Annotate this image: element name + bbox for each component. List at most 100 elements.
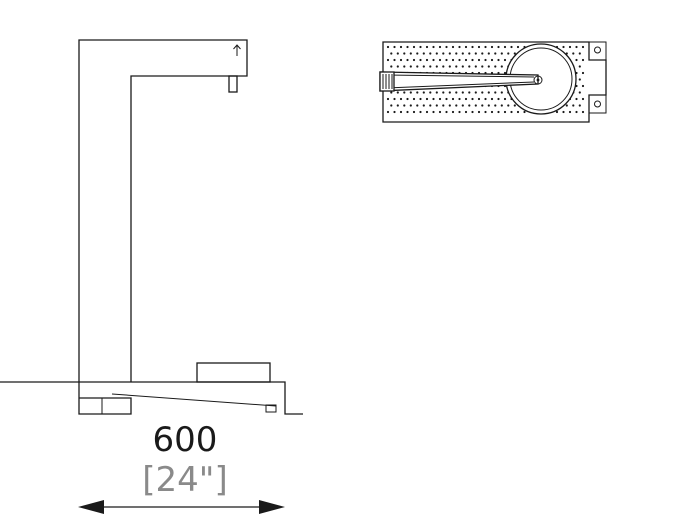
under-counter-bar bbox=[111, 393, 277, 407]
perforation-dot bbox=[422, 65, 425, 68]
perforation-dot bbox=[471, 58, 474, 62]
perforation-dot bbox=[507, 104, 510, 107]
perforation-dot bbox=[481, 91, 484, 94]
perforation-dot bbox=[503, 97, 507, 101]
perforation-dot bbox=[455, 65, 458, 68]
perforation-dot bbox=[412, 110, 416, 114]
perforation-dot bbox=[419, 97, 422, 101]
perforation-dot bbox=[568, 45, 572, 49]
perforation-dot bbox=[477, 58, 481, 62]
perforation-dot bbox=[494, 52, 497, 55]
perforation-dot bbox=[578, 104, 581, 107]
perforation-dot bbox=[500, 52, 503, 55]
perforation-dot bbox=[419, 110, 422, 114]
perforation-dot bbox=[581, 97, 585, 101]
perforation-dot bbox=[416, 52, 419, 55]
perforation-dot bbox=[406, 110, 409, 114]
perforation-dot bbox=[503, 45, 507, 49]
perforation-dot bbox=[438, 97, 442, 101]
perforation-dot bbox=[503, 58, 507, 62]
dimension-metric: 600 bbox=[153, 420, 218, 460]
perforation-dot bbox=[575, 110, 578, 114]
perforation-dot bbox=[578, 78, 581, 81]
perforation-dot bbox=[429, 65, 432, 68]
perforation-dot bbox=[416, 65, 419, 68]
perforation-dot bbox=[581, 58, 585, 62]
perforation-dot bbox=[409, 65, 412, 68]
perforation-dot bbox=[500, 65, 503, 68]
perforation-dot bbox=[425, 110, 429, 114]
perforation-dot bbox=[471, 110, 474, 114]
perforation-dot bbox=[494, 91, 497, 94]
perforation-dot bbox=[500, 104, 503, 107]
perforation-dot bbox=[484, 110, 487, 114]
countertop-line bbox=[0, 381, 303, 415]
perforation-dot bbox=[458, 58, 461, 62]
perforation-dot bbox=[468, 52, 471, 55]
drip-tray bbox=[196, 362, 271, 383]
perforation-dot bbox=[468, 104, 471, 107]
perforation-dot bbox=[572, 52, 575, 55]
faucet-body bbox=[78, 39, 248, 382]
perforation-dot bbox=[461, 52, 464, 55]
perforation-dot bbox=[464, 58, 468, 62]
perforation-dot bbox=[471, 97, 474, 101]
perforation-dot bbox=[435, 91, 438, 94]
perforation-dot bbox=[416, 91, 419, 94]
perforation-dot bbox=[490, 97, 494, 101]
perforation-dot bbox=[406, 58, 409, 62]
faucet-nozzle bbox=[228, 75, 238, 93]
perforation-dot bbox=[435, 52, 438, 55]
perforation-dot bbox=[451, 110, 455, 114]
perforation-dot bbox=[445, 58, 448, 62]
perforation-dot bbox=[568, 110, 572, 114]
perforation-dot bbox=[507, 52, 510, 55]
perforation-dot bbox=[386, 45, 390, 49]
perforation-dot bbox=[445, 45, 448, 49]
perforation-dot bbox=[445, 110, 448, 114]
perforation-dot bbox=[406, 97, 409, 101]
perforation-dot bbox=[458, 45, 461, 49]
perforation-dot bbox=[422, 91, 425, 94]
double-arrow-icon bbox=[78, 500, 285, 514]
perforation-dot bbox=[497, 45, 500, 49]
perforation-dot bbox=[581, 45, 585, 49]
perforation-dot bbox=[513, 104, 516, 107]
perforation-dot bbox=[390, 104, 393, 107]
perforation-dot bbox=[409, 91, 412, 94]
perforation-dot bbox=[500, 91, 503, 94]
perforation-dot bbox=[438, 110, 442, 114]
perforation-dot bbox=[412, 58, 416, 62]
perforation-dot bbox=[494, 65, 497, 68]
perforation-dot bbox=[451, 97, 455, 101]
perforation-dot bbox=[409, 52, 412, 55]
perforation-dot bbox=[406, 45, 409, 49]
perforation-dot bbox=[422, 52, 425, 55]
perforation-dot bbox=[464, 45, 468, 49]
perforation-dot bbox=[386, 97, 390, 101]
perforation-dot bbox=[403, 65, 406, 68]
perforation-dot bbox=[422, 104, 425, 107]
perforation-dot bbox=[442, 65, 445, 68]
perforation-dot bbox=[578, 52, 581, 55]
perforation-dot bbox=[503, 110, 507, 114]
perforation-dot bbox=[419, 58, 422, 62]
perforation-dot bbox=[468, 65, 471, 68]
perforation-dot bbox=[487, 104, 490, 107]
perforation-dot bbox=[474, 104, 477, 107]
perforation-dot bbox=[497, 58, 500, 62]
perforation-dot bbox=[487, 91, 490, 94]
perforation-dot bbox=[448, 52, 451, 55]
perforation-dot bbox=[416, 104, 419, 107]
perforation-dot bbox=[435, 65, 438, 68]
perforation-dot bbox=[390, 91, 393, 94]
perforation-dot bbox=[393, 58, 396, 62]
perforation-dot bbox=[474, 52, 477, 55]
perforation-dot bbox=[555, 110, 559, 114]
perforation-dot bbox=[429, 91, 432, 94]
perforation-dot bbox=[455, 104, 458, 107]
bar-end-cap bbox=[265, 404, 277, 413]
perforation-dot bbox=[455, 52, 458, 55]
perforation-dot bbox=[481, 65, 484, 68]
